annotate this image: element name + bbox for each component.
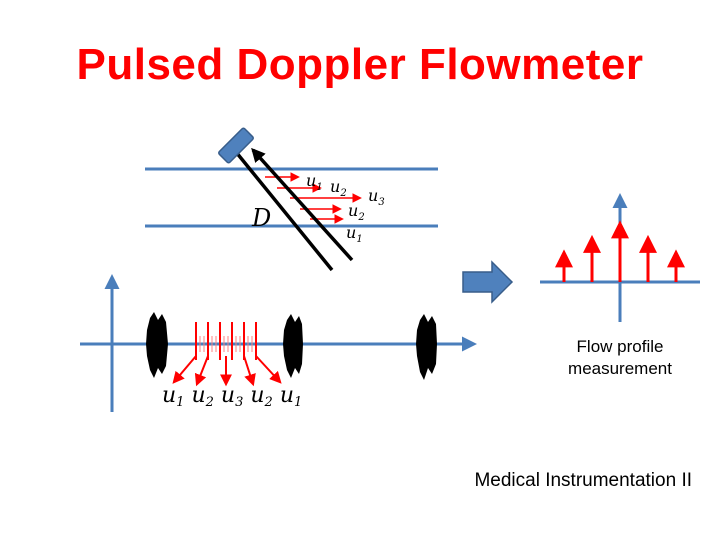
process-arrow-icon (462, 260, 514, 304)
flow-profile-caption: Flow profile measurement (520, 336, 720, 380)
caption-line-1: Flow profile (576, 337, 664, 356)
echo-burst-1 (146, 312, 168, 378)
echo-burst-3 (416, 314, 437, 380)
range-gate-minor-ticks (199, 336, 253, 352)
echo-velocity-labels: u1 u2 u3 u2 u1 (162, 383, 302, 412)
svg-text:u2: u2 (348, 201, 365, 223)
svg-text:u1: u1 (306, 171, 323, 193)
range-gate-ticks (195, 322, 257, 360)
flow-profile-arrows (555, 220, 685, 282)
echo-velocity-arrows (172, 355, 282, 387)
svg-text:u2: u2 (330, 177, 347, 199)
transmit-beam-line (234, 150, 334, 272)
vessel-velocity-labels: u1 u2 u3 u2 u1 (306, 171, 385, 245)
page-title: Pulsed Doppler Flowmeter (76, 40, 644, 89)
svg-text:u1: u1 (346, 223, 363, 245)
svg-text:u3: u3 (368, 186, 385, 208)
echo-burst-2 (283, 314, 303, 378)
caption-line-2: measurement (568, 359, 672, 378)
course-footer: Medical Instrumentation II (474, 470, 692, 491)
vessel-diameter-label: D (251, 204, 271, 232)
echo-beam-line (251, 147, 354, 262)
transducer-icon (218, 127, 254, 164)
